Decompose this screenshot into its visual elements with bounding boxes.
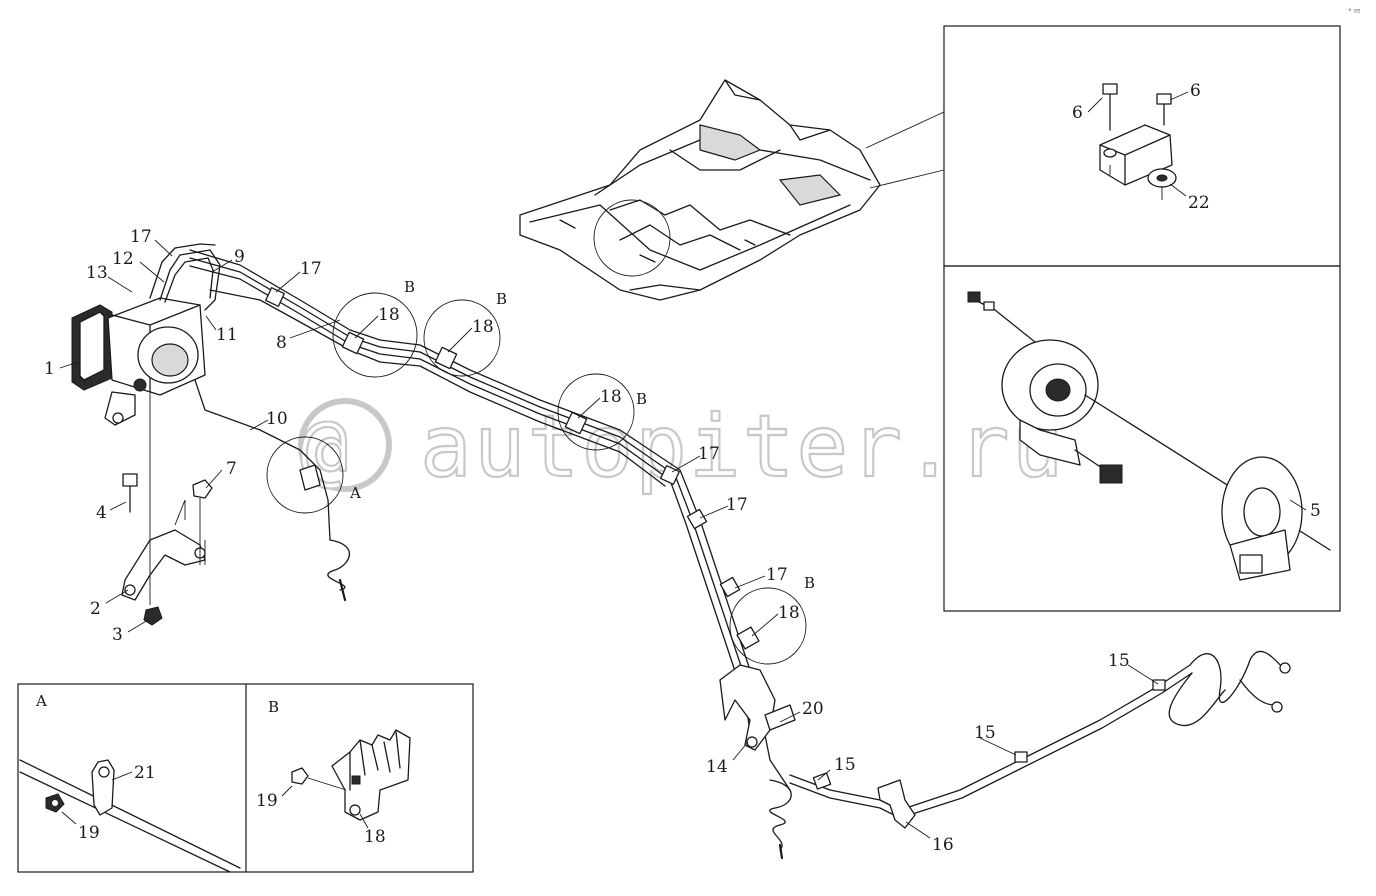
detail-marker-b-2: B — [496, 290, 507, 308]
inset-b: B 19 18 — [256, 698, 411, 847]
watermark: @ autopiter.ru — [298, 396, 1065, 498]
nut-3 — [143, 606, 163, 626]
callout-18-c: 18 — [600, 387, 622, 407]
callout-22: 22 — [1188, 193, 1210, 213]
detail-marker-b-4: B — [804, 574, 815, 592]
inset-b-title: B — [268, 698, 279, 716]
detail-circles — [266, 292, 807, 665]
bolt-6-left — [1102, 83, 1118, 95]
leader-lines — [59, 91, 1307, 839]
inset-clock-spring — [943, 265, 1341, 612]
brake-pipe-bundle — [149, 243, 1291, 860]
callout-15-left: 15 — [834, 755, 856, 775]
callout-18-b: 18 — [472, 317, 494, 337]
callout-13: 13 — [86, 263, 108, 283]
callout-14: 14 — [706, 757, 728, 777]
callout-15-mid: 15 — [974, 723, 996, 743]
callout-3: 3 — [112, 625, 123, 645]
sensor-mount-assembly — [1099, 83, 1177, 200]
floor-panel — [519, 79, 881, 301]
callout-7: 7 — [226, 459, 237, 479]
inset-b-callout-19: 19 — [256, 791, 278, 811]
detail-marker-b-1: B — [404, 278, 415, 296]
callout-12: 12 — [112, 249, 134, 269]
inset-a: A 21 19 — [19, 692, 241, 873]
callout-20: 20 — [802, 699, 824, 719]
nut-7 — [192, 479, 213, 499]
inset-b-callout-18: 18 — [364, 827, 386, 847]
callout-10: 10 — [266, 409, 288, 429]
callout-17-abs: 17 — [130, 227, 152, 247]
inset-a-callout-21: 21 — [134, 763, 156, 783]
watermark-at-symbol: @ — [300, 402, 350, 495]
bolt-4 — [122, 473, 138, 487]
detail-marker-b-3: B — [636, 390, 647, 408]
detail-marker-a: A — [349, 484, 361, 502]
callout-8: 8 — [276, 333, 287, 353]
abs-bracket — [121, 390, 213, 626]
corner-mark: ° ºº — [1348, 8, 1360, 16]
inset-a-title: A — [35, 692, 47, 710]
callout-11: 11 — [216, 325, 238, 345]
callout-18-d: 18 — [778, 603, 800, 623]
callout-17-a: 17 — [300, 259, 322, 279]
abs-module — [71, 297, 206, 426]
callout-17-c: 17 — [726, 495, 748, 515]
clock-spring-assembly — [967, 291, 1331, 581]
callout-16: 16 — [932, 835, 954, 855]
bolt-6-right — [1156, 93, 1172, 105]
callout-17-b: 17 — [698, 444, 720, 464]
detail-marker-labels: A B B B B — [349, 278, 815, 592]
callout-9: 9 — [234, 247, 245, 267]
callout-6-right: 6 — [1190, 81, 1201, 101]
callout-labels: 1 2 3 4 5 6 6 7 8 9 10 11 12 13 14 15 15… — [44, 81, 1321, 855]
watermark-text: autopiter.ru — [420, 397, 1065, 497]
callout-6-left: 6 — [1072, 103, 1083, 123]
callout-5: 5 — [1310, 501, 1321, 521]
callout-17-d: 17 — [766, 565, 788, 585]
callout-4: 4 — [96, 503, 107, 523]
callout-15-right: 15 — [1108, 651, 1130, 671]
inset-a-callout-19: 19 — [78, 823, 100, 843]
callout-1: 1 — [44, 359, 55, 379]
callout-2: 2 — [90, 599, 101, 619]
callout-18-a: 18 — [378, 305, 400, 325]
